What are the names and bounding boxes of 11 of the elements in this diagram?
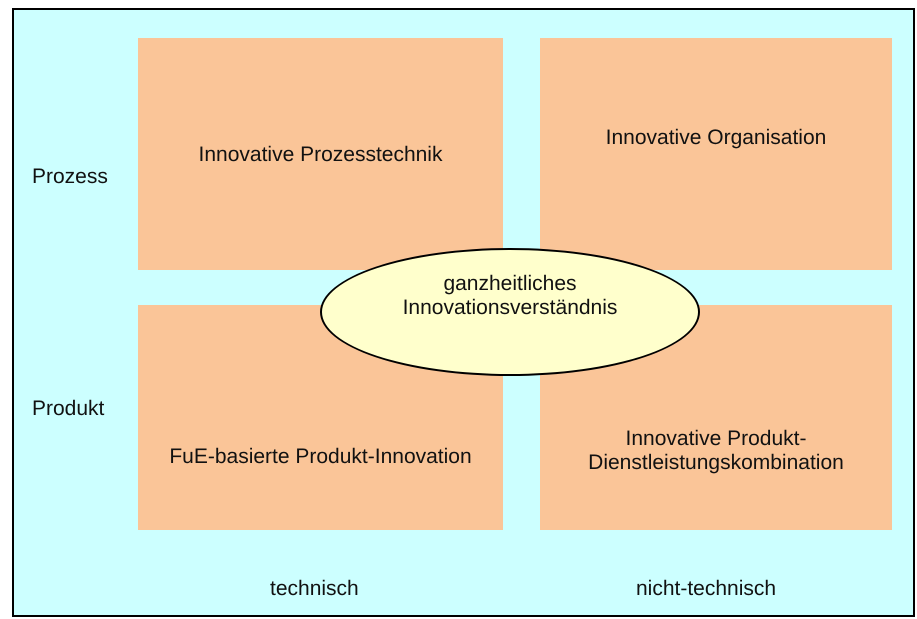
ellipse-label: ganzheitliches Innovationsverständnis <box>402 272 618 320</box>
column-label: nicht-technisch <box>636 577 776 601</box>
quadrant-label: Innovative Produkt-Dienstleistungskombination <box>587 427 845 475</box>
row-label: Produkt <box>32 397 104 421</box>
quadrant-label: Innovative Prozesstechnik <box>198 143 444 167</box>
quadrant-label: Innovative Organisation <box>604 126 828 150</box>
quadrant-box <box>540 38 892 270</box>
row-label: Prozess <box>32 165 108 189</box>
column-label: technisch <box>270 577 359 601</box>
quadrant-label: FuE-basierte Produkt-Innovation <box>168 445 473 469</box>
quadrant-box <box>138 38 503 270</box>
